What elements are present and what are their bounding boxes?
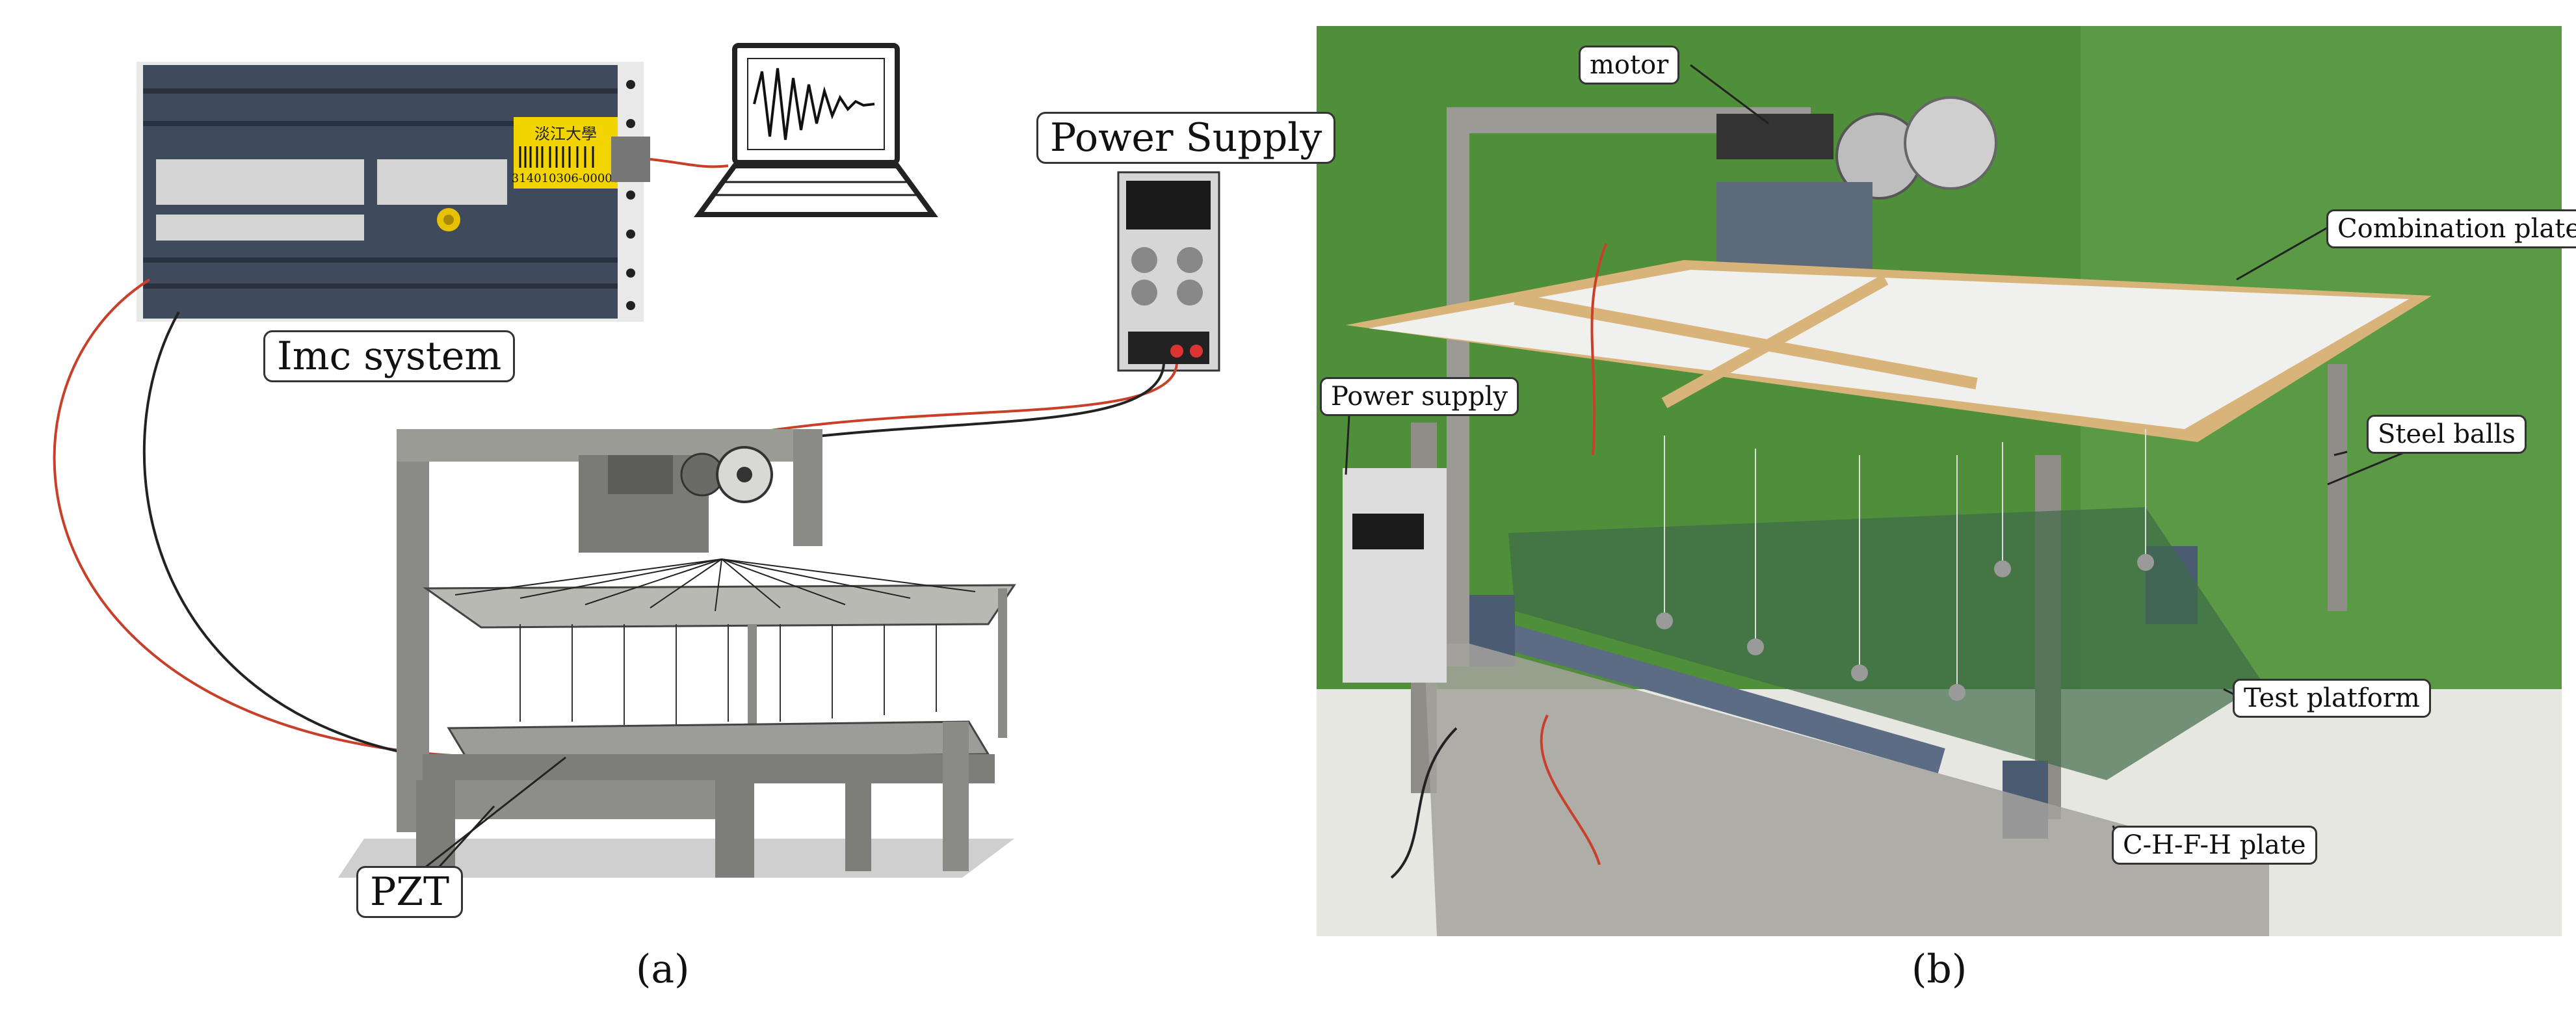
panel-a-illustration: 淡江大學 314010306-00008 (53, 43, 1220, 878)
panel-label-a: (a) (636, 947, 690, 992)
imc-device-image: 淡江大學 314010306-00008 (137, 62, 650, 322)
panel-label-b: (b) (1912, 947, 1967, 992)
device-sticker-text: 314010306-00008 (512, 172, 620, 185)
test-frame-schematic (338, 429, 1016, 878)
callout-imc-system: Imc system (263, 330, 516, 382)
power-supply-image (1117, 171, 1220, 372)
laptop-icon (694, 43, 938, 217)
callout-chfh-plate: C-H-F-H plate (2112, 826, 2317, 865)
panel-a-leader-lines (415, 756, 566, 876)
panel-b-photograph (1317, 26, 2562, 936)
callout-combination-plate: Combination plate (2326, 209, 2576, 248)
callout-pzt: PZT (356, 866, 464, 918)
callout-power-supply-b: Power supply (1320, 377, 1519, 416)
device-header-text: 淡江大學 (534, 125, 597, 143)
callout-test-platform: Test platform (2233, 679, 2431, 718)
callout-motor: motor (1579, 46, 1680, 85)
callout-steel-balls: Steel balls (2367, 415, 2527, 454)
callout-power-supply: Power Supply (1036, 112, 1336, 164)
panel-b-leader-lines (1345, 64, 2406, 846)
